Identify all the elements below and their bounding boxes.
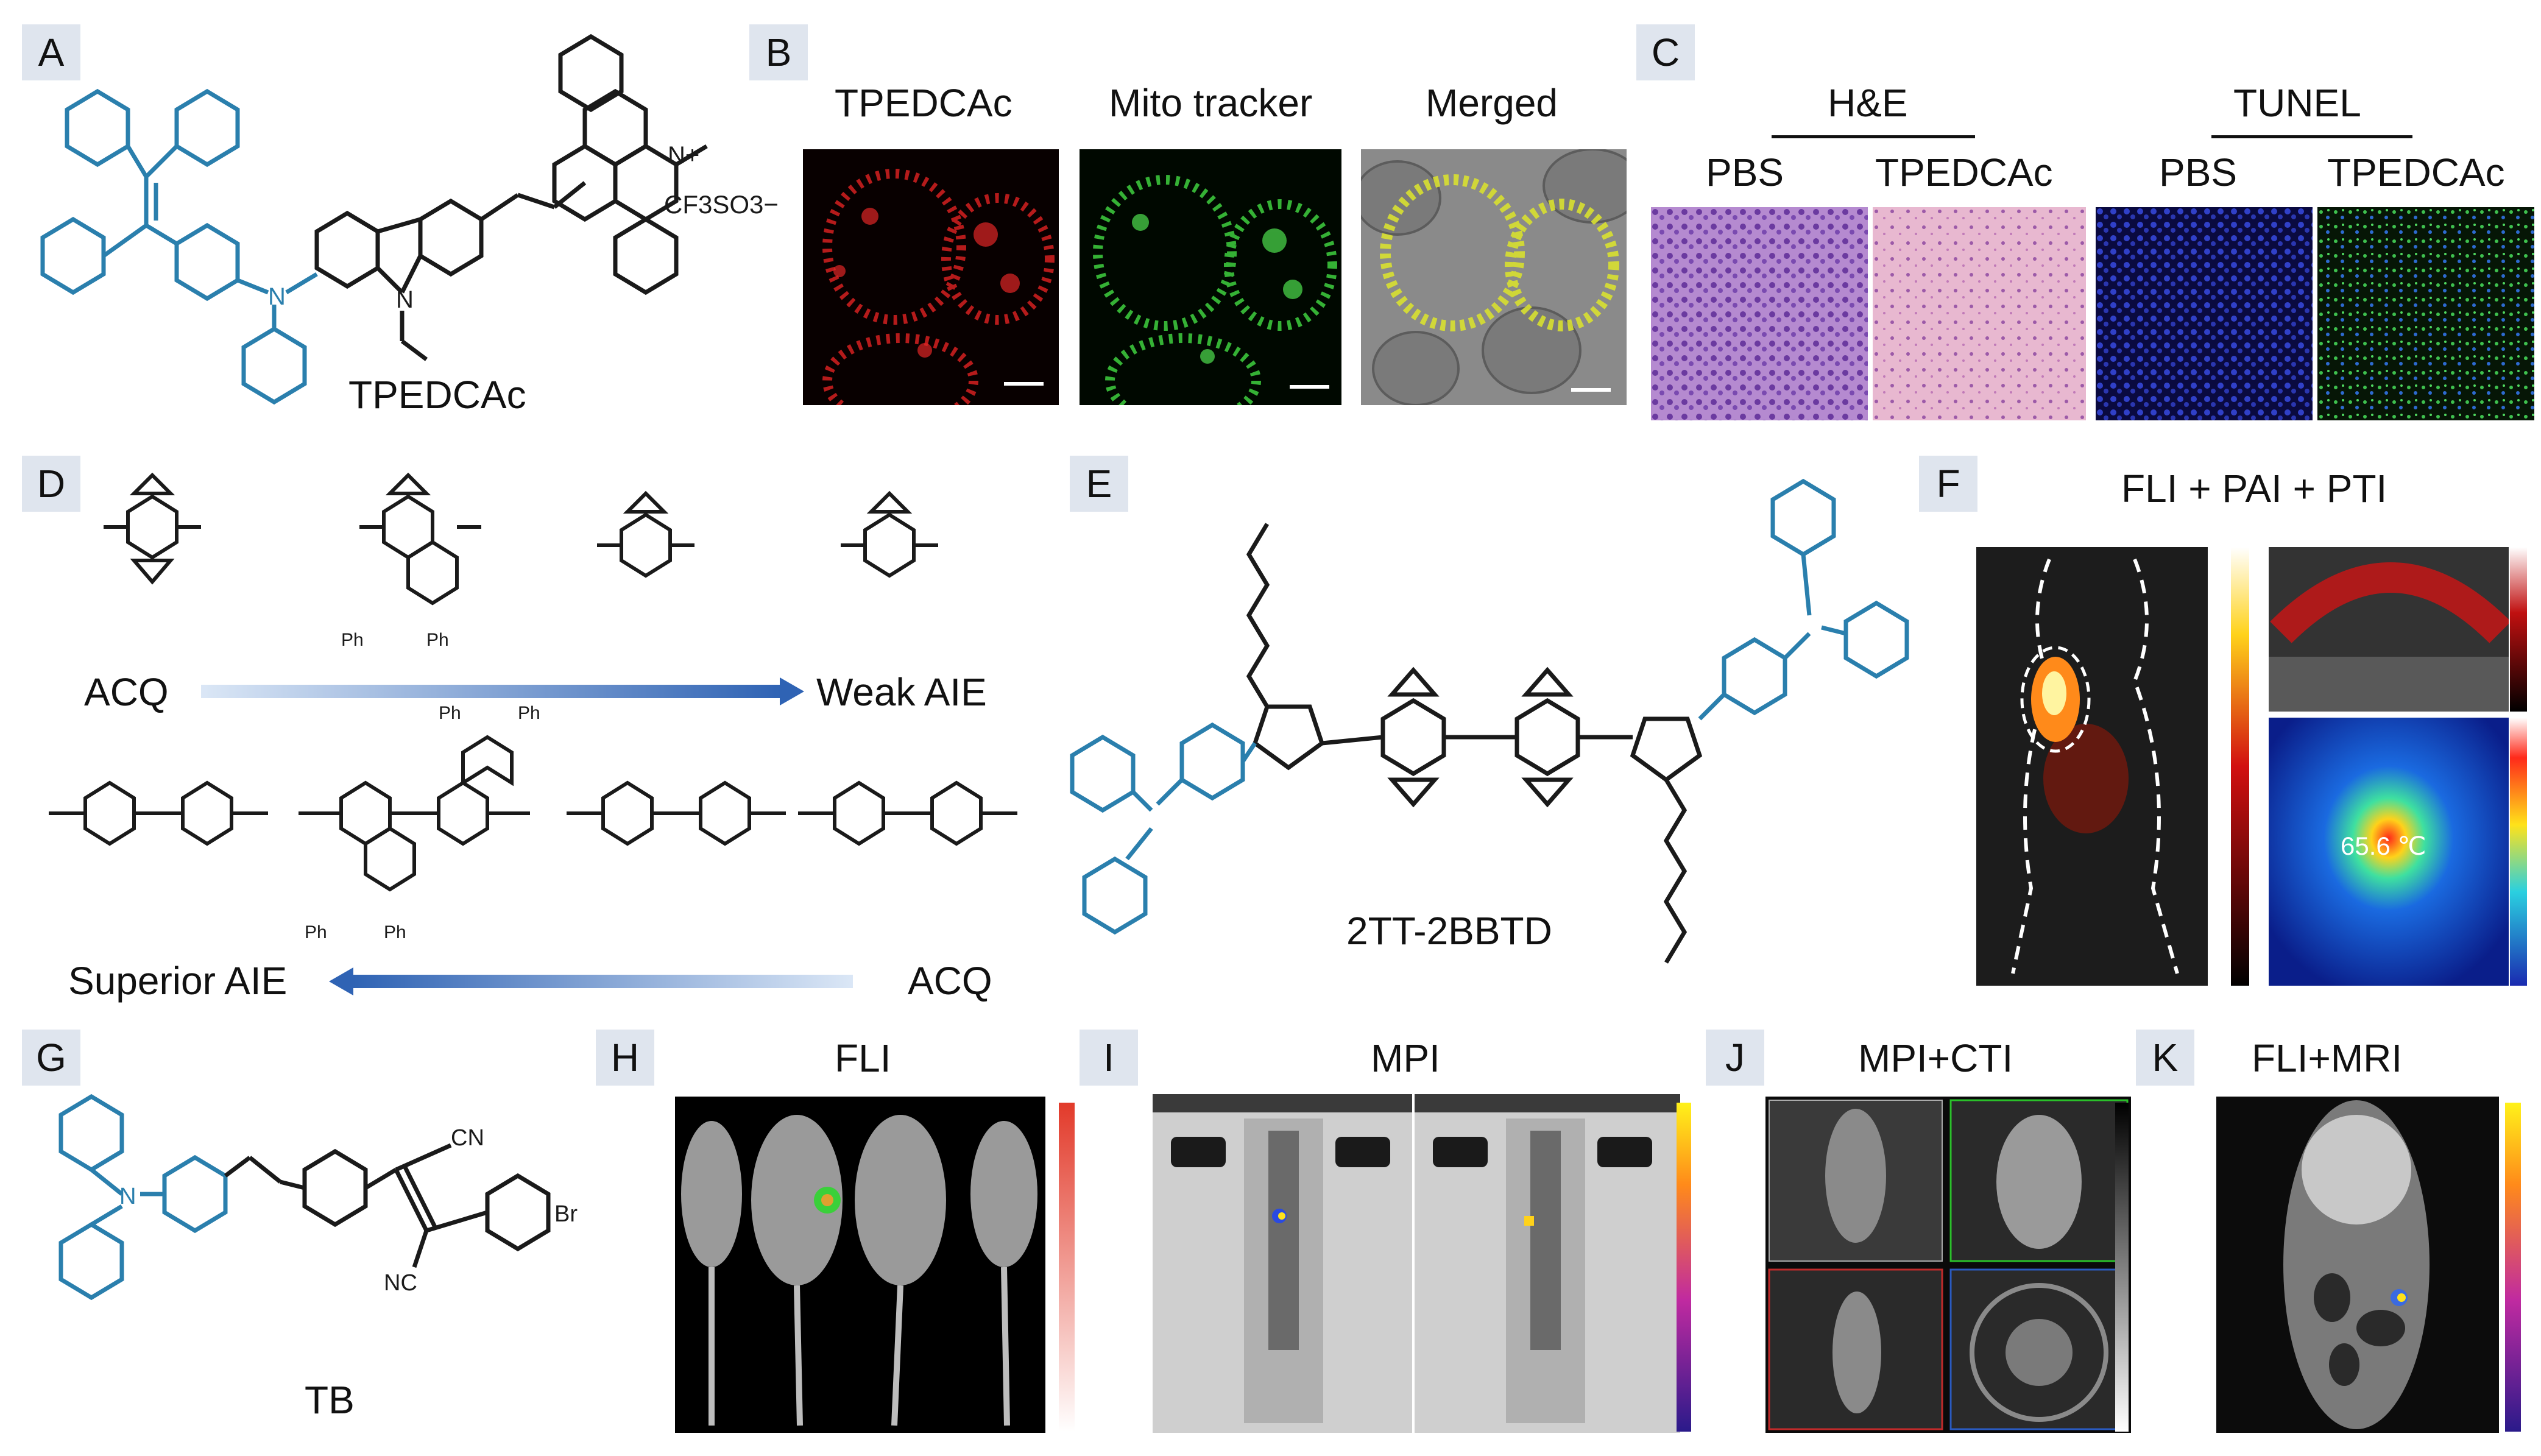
ph-label-1: Ph	[341, 630, 364, 650]
panel-label-b: B	[749, 24, 808, 80]
ph-label-2: Ph	[426, 630, 449, 650]
panel-k-title: FLI+MRI	[2252, 1036, 2403, 1080]
panel-c-group-he: H&E	[1828, 81, 1908, 125]
he-underline	[1772, 135, 1975, 138]
panel-label-i: I	[1080, 1030, 1138, 1086]
compound-name-2tt-2bbtd: 2TT-2BBTD	[1346, 909, 1552, 953]
panel-b-col-3: Merged	[1426, 81, 1558, 125]
panel-label-d: D	[22, 456, 80, 512]
pti-thermal-image: 65.6 ℃	[2269, 718, 2509, 986]
acridinium-n-label: N+	[668, 142, 699, 169]
2tt-2bbtd-structure: 2TT-2BBTD	[1070, 478, 1909, 964]
tunel-pbs-image	[2096, 207, 2313, 420]
panel-c-group-tunel: TUNEL	[2233, 81, 2361, 125]
label-weak-aie: Weak AIE	[816, 670, 987, 714]
ph-label-5: Ph	[305, 922, 327, 942]
tb-br-label: Br	[554, 1201, 578, 1227]
tpedcac-structure: N N N+ CF3SO3− TPEDCAc	[40, 34, 779, 417]
tb-structure: N CN NC Br TB	[58, 1094, 578, 1422]
panel-c-col-2: TPEDCAc	[1875, 150, 2053, 194]
label-acq-bottom: ACQ	[908, 959, 992, 1003]
panel-b-col-2: Mito tracker	[1109, 81, 1313, 125]
panel-j-title: MPI+CTI	[1858, 1036, 2013, 1080]
arrow-acq-to-superior-aie	[353, 975, 853, 988]
pai-colorbar	[2510, 547, 2527, 712]
panel-label-k: K	[2136, 1030, 2194, 1086]
confocal-green-image	[1080, 149, 1341, 405]
arrow-acq-to-weak-aie	[201, 685, 780, 698]
panel-c-col-4: TPEDCAc	[2327, 150, 2505, 194]
he-tpedcac-image	[1873, 207, 2086, 420]
panel-i-title: MPI	[1371, 1036, 1440, 1080]
mpi-image-1	[1153, 1094, 1412, 1433]
panel-c-col-1: PBS	[1706, 150, 1784, 194]
panel-b-col-1: TPEDCAc	[835, 81, 1013, 125]
tunel-tpedcac-image	[2317, 207, 2534, 420]
tb-cn-label: CN	[451, 1125, 484, 1151]
temperature-readout: 65.6 ℃	[2341, 832, 2426, 860]
carbazole-n-label: N	[396, 286, 414, 313]
mri-image	[2216, 1097, 2499, 1433]
compound-name-tb: TB	[305, 1378, 355, 1422]
label-acq-top: ACQ	[84, 670, 169, 714]
panel-label-j: J	[1706, 1030, 1764, 1086]
mri-colorbar	[2505, 1103, 2521, 1432]
fli-colorbar	[2231, 547, 2249, 986]
fli-mouse-image	[1976, 547, 2208, 986]
fli-h-colorbar	[1059, 1103, 1075, 1432]
ph-label-6: Ph	[384, 922, 406, 942]
ct-colorbar	[2115, 1103, 2129, 1432]
panel-h-title: FLI	[835, 1036, 891, 1080]
ct-quad-views	[1765, 1097, 2131, 1433]
panel-label-a: A	[22, 24, 80, 80]
panel-c-col-3: PBS	[2159, 150, 2238, 194]
panel-label-g: G	[22, 1030, 80, 1086]
label-superior-aie: Superior AIE	[68, 959, 287, 1003]
confocal-red-image	[803, 149, 1059, 405]
ph-label-4: Ph	[518, 703, 540, 723]
tb-n-label: N	[119, 1184, 136, 1209]
confocal-merged-image	[1361, 149, 1627, 405]
ph-label-3: Ph	[439, 703, 461, 723]
n-atom-label: N	[268, 283, 286, 310]
pti-colorbar	[2510, 718, 2527, 986]
panel-label-e: E	[1070, 456, 1128, 512]
counterion-label: CF3SO3−	[664, 190, 779, 219]
compound-name-tpedcac: TPEDCAc	[348, 373, 526, 417]
panel-f-title: FLI + PAI + PTI	[2121, 467, 2387, 511]
he-pbs-image	[1651, 207, 1868, 420]
tunel-underline	[2211, 135, 2412, 138]
mpi-image-2	[1415, 1094, 1680, 1433]
panel-label-f: F	[1919, 456, 1977, 512]
pai-image	[2269, 547, 2509, 712]
btd-derivatives-diagram: Ph Ph Ph Ph Ph Ph ACQ Weak AIE Superior …	[49, 472, 1017, 1003]
mpi-colorbar	[1677, 1103, 1691, 1432]
tb-nc-label: NC	[384, 1270, 417, 1296]
panel-label-c: C	[1636, 24, 1695, 80]
panel-label-h: H	[596, 1030, 654, 1086]
fli-mice-image	[675, 1097, 1045, 1433]
